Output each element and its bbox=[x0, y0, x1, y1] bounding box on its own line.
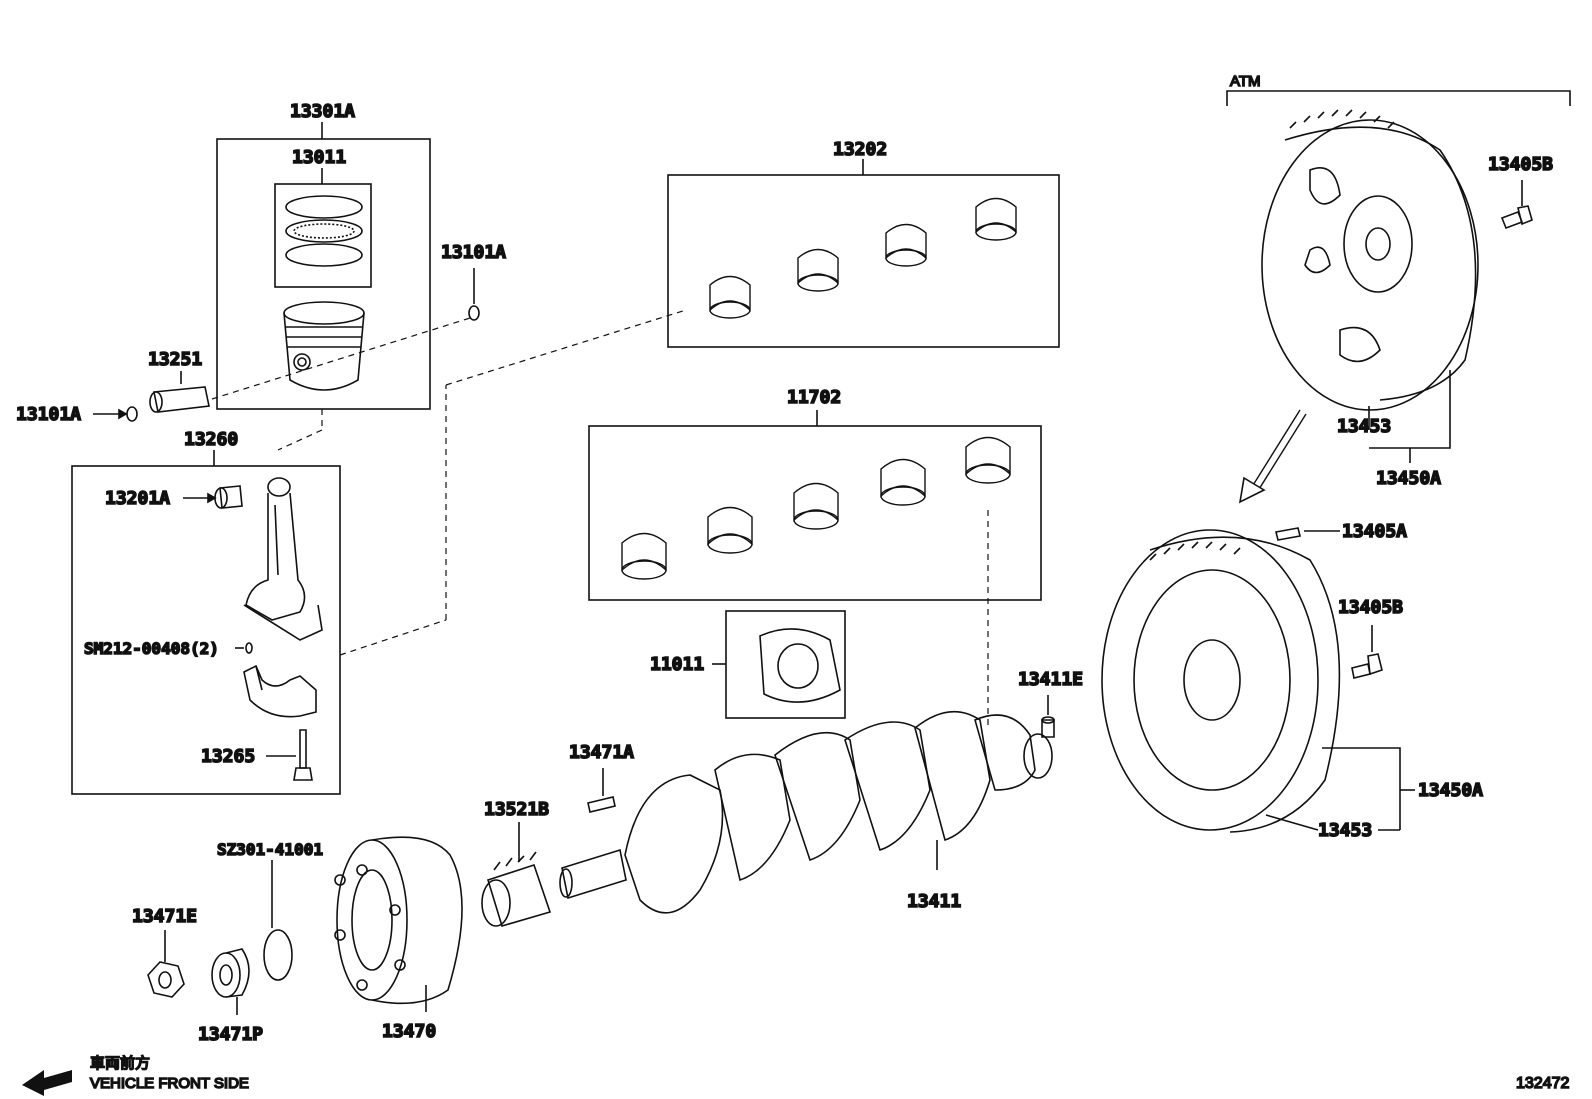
part-label-13201A[interactable]: 13201A bbox=[104, 487, 171, 510]
part-label-13405A[interactable]: 13405A bbox=[1341, 520, 1408, 543]
part-label-13450A-top[interactable]: 13450A bbox=[1375, 467, 1442, 490]
oring-icon[interactable] bbox=[263, 929, 293, 981]
part-label-13471P[interactable]: 13471P bbox=[197, 1023, 264, 1046]
flywheel-icon[interactable] bbox=[1101, 529, 1341, 833]
vehicle-front-jp: 車両前方 bbox=[90, 1055, 150, 1072]
part-label-13265[interactable]: 13265 bbox=[200, 745, 256, 768]
atm-label: ATM bbox=[1230, 73, 1261, 90]
conrod-bearing-group: 13202 bbox=[667, 138, 1060, 348]
drive-plate-icon[interactable] bbox=[1261, 109, 1479, 411]
part-label-SZ301[interactable]: SZ301-41001 bbox=[216, 839, 324, 860]
vehicle-front-indicator: 車両前方 VEHICLE FRONT SIDE bbox=[22, 1054, 250, 1096]
part-label-13471A[interactable]: 13471A bbox=[568, 741, 635, 764]
atm-group: ATM 13453 13450A 13405B bbox=[1226, 72, 1571, 490]
part-label-13101A-top[interactable]: 13101A bbox=[440, 241, 507, 264]
key-13471A-icon[interactable] bbox=[587, 796, 616, 813]
conrod-bearing-box bbox=[667, 174, 1060, 348]
part-label-13202[interactable]: 13202 bbox=[832, 138, 888, 161]
main-bearing-group: 11702 bbox=[588, 386, 1042, 730]
part-label-13405B-top[interactable]: 13405B bbox=[1487, 153, 1554, 176]
bolt-13405B-icon[interactable] bbox=[1351, 653, 1383, 679]
main-bearing-shell-icon[interactable] bbox=[621, 436, 1011, 580]
connecting-rod-icon[interactable] bbox=[243, 477, 323, 641]
rod-cap-icon[interactable] bbox=[243, 664, 317, 718]
part-label-11011[interactable]: 11011 bbox=[649, 653, 705, 676]
part-label-13453[interactable]: 13453 bbox=[1317, 819, 1373, 842]
part-label-13521B[interactable]: 13521B bbox=[483, 798, 550, 821]
snap-ring-left-icon[interactable] bbox=[126, 406, 138, 422]
thrust-washer-icon[interactable] bbox=[759, 628, 841, 703]
crank-pulley-icon[interactable] bbox=[334, 836, 463, 1005]
piston-kit-box bbox=[216, 138, 431, 410]
snap-ring-top-icon[interactable] bbox=[468, 305, 480, 321]
bushing-icon[interactable] bbox=[214, 485, 243, 509]
bolt-13405B-top-icon[interactable] bbox=[1500, 205, 1533, 230]
crankshaft-icon[interactable] bbox=[559, 710, 1053, 914]
part-label-13011[interactable]: 13011 bbox=[291, 146, 347, 169]
bearing-shell-icon[interactable] bbox=[709, 197, 1017, 319]
rod-bolt-icon[interactable] bbox=[293, 729, 313, 781]
direction-arrow-icon bbox=[1238, 409, 1307, 504]
nut-13471E-icon[interactable] bbox=[147, 961, 185, 998]
thrust-washer-group: 11011 bbox=[649, 610, 846, 719]
timing-gear-icon[interactable] bbox=[481, 851, 552, 927]
part-label-13411[interactable]: 13411 bbox=[906, 890, 962, 913]
piston-rings-icon[interactable] bbox=[285, 195, 363, 267]
conrod-kit-box bbox=[71, 465, 341, 795]
conrod-group: 13260 13201A SM212-00408(2) 13265 bbox=[71, 309, 687, 795]
dowel-pin-13411E-icon[interactable] bbox=[1041, 716, 1055, 738]
piston-group: 13301A 13011 13251 bbox=[15, 100, 507, 451]
part-label-13453-top[interactable]: 13453 bbox=[1336, 415, 1392, 438]
piston-icon[interactable] bbox=[283, 301, 365, 391]
part-label-13450A[interactable]: 13450A bbox=[1417, 779, 1484, 802]
part-label-13470[interactable]: 13470 bbox=[381, 1020, 437, 1043]
part-label-13251[interactable]: 13251 bbox=[147, 348, 203, 371]
main-bearing-box bbox=[588, 425, 1042, 601]
rod-bolt-small-icon[interactable] bbox=[245, 642, 253, 654]
part-label-13301A[interactable]: 13301A bbox=[289, 100, 356, 123]
part-label-13405B[interactable]: 13405B bbox=[1337, 596, 1404, 619]
thrust-washer-box bbox=[725, 610, 846, 719]
washer-13471P-icon[interactable] bbox=[211, 948, 250, 998]
pin-13405A-icon[interactable] bbox=[1275, 527, 1301, 541]
part-label-SM212[interactable]: SM212-00408(2) bbox=[83, 638, 219, 659]
part-label-11702[interactable]: 11702 bbox=[786, 386, 842, 409]
piston-pin-icon[interactable] bbox=[149, 386, 210, 413]
piston-ring-box bbox=[274, 183, 372, 288]
diagram-number: 132472 bbox=[1516, 1075, 1569, 1092]
vehicle-front-en: VEHICLE FRONT SIDE bbox=[90, 1075, 249, 1092]
part-label-13260[interactable]: 13260 bbox=[183, 428, 239, 451]
part-label-13411E[interactable]: 13411E bbox=[1017, 668, 1084, 691]
part-label-13101A-left[interactable]: 13101A bbox=[15, 403, 82, 426]
part-label-13471E[interactable]: 13471E bbox=[131, 905, 198, 928]
